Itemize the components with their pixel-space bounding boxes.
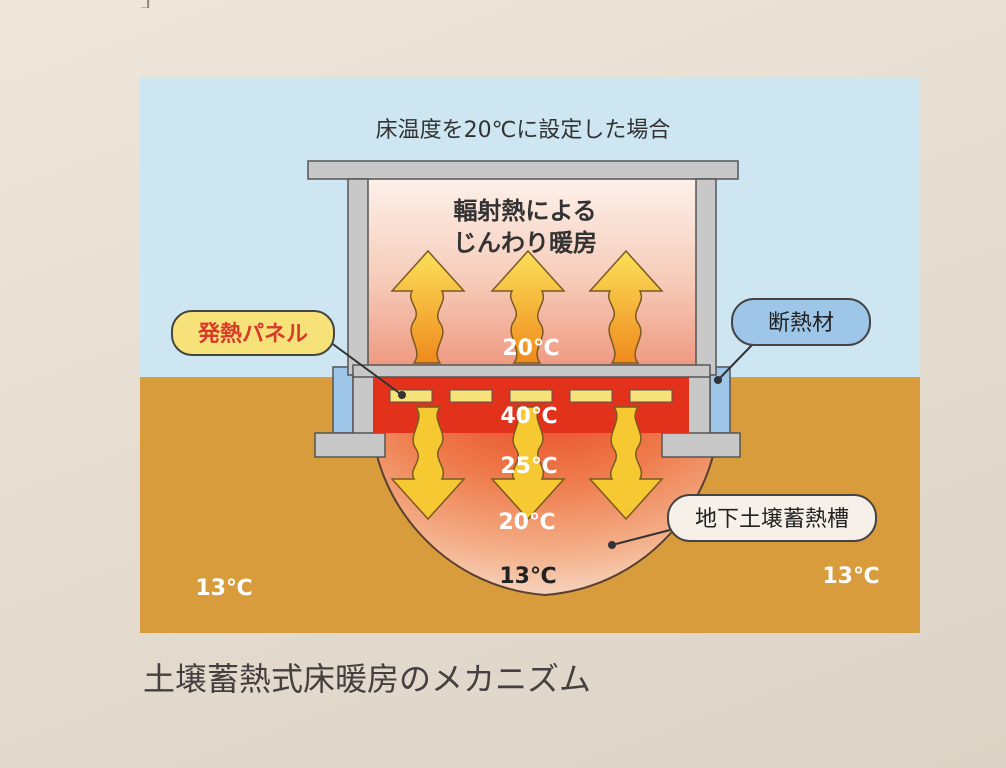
heat-panel-segment	[449, 389, 493, 403]
footing-left	[314, 432, 386, 458]
diagram-title: 床温度を20℃に設定した場合	[376, 118, 671, 143]
heat-panel-label: 発熱パネル	[197, 321, 308, 347]
temp-ground-right: 13℃	[822, 564, 879, 589]
figure-caption: 土壌蓄熱式床暖房のメカニズム	[143, 660, 592, 698]
foundation-wall-right	[687, 366, 711, 440]
storage-leader-dot	[608, 541, 616, 549]
heat-panel-callout	[171, 310, 335, 356]
wall-left	[347, 178, 369, 376]
page-header-fragment: 」	[140, 0, 900, 8]
temp-bottom-soil: 13℃	[499, 564, 556, 589]
heat-panel-leader-dot	[398, 391, 406, 399]
room-label-line2: じんわり暖房	[453, 229, 597, 257]
insulation-leader	[717, 344, 753, 381]
insulation-leader-dot	[714, 376, 722, 384]
temp-ground-left: 13℃	[195, 576, 252, 601]
room-label-line1: 輻射熱による	[453, 197, 596, 225]
insulation-callout	[731, 298, 871, 346]
insulation-left	[332, 366, 354, 434]
heating-mechanism-diagram: 床温度を20℃に設定した場合 輻射熱による じんわり暖房 20℃ 40℃ 25℃…	[140, 77, 920, 633]
storage-callout	[667, 494, 877, 542]
foundation-wall-left	[352, 366, 376, 440]
heat-panel-leader	[329, 341, 403, 396]
storage-leader	[611, 529, 671, 546]
storage-label: 地下土壌蓄熱槽	[695, 507, 849, 532]
roof	[307, 160, 739, 180]
heat-panel-segment	[569, 389, 613, 403]
insulation-label: 断熱材	[768, 311, 834, 336]
temp-upper-soil: 25℃	[500, 454, 557, 479]
floor-slab	[352, 364, 711, 378]
heat-panel-segment	[509, 389, 553, 403]
heat-panel-segment	[629, 389, 673, 403]
wall-right	[695, 178, 717, 376]
temp-middle-soil: 20℃	[498, 510, 555, 535]
temp-room-floor: 20℃	[502, 336, 559, 361]
footing-right	[661, 432, 741, 458]
temp-panel-layer: 40℃	[500, 404, 557, 429]
